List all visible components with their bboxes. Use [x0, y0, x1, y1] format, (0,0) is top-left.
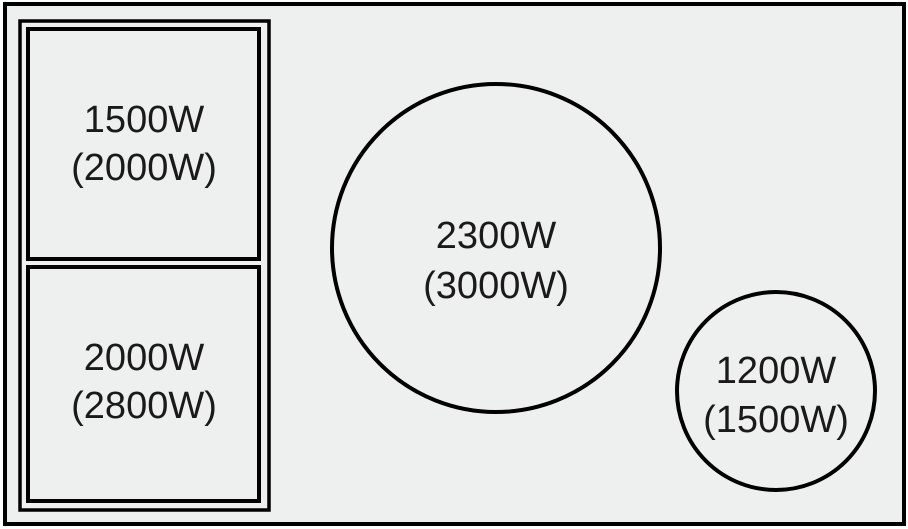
small-round-zone [675, 290, 877, 492]
small-round-power-label: 1200W [716, 350, 837, 392]
flex-bottom-boost-label: (2800W) [71, 385, 217, 427]
flex-top-power-label: 1500W [84, 99, 205, 141]
small-round-boost-label: (1500W) [703, 399, 849, 441]
large-round-boost-label: (3000W) [423, 265, 569, 307]
flex-top-boost-label: (2000W) [71, 147, 217, 189]
large-round-zone [330, 82, 662, 414]
flex-zone-top [26, 27, 261, 261]
flex-bottom-power-label: 2000W [84, 337, 205, 379]
large-round-power-label: 2300W [436, 215, 557, 257]
flex-zone-bottom [26, 265, 261, 503]
